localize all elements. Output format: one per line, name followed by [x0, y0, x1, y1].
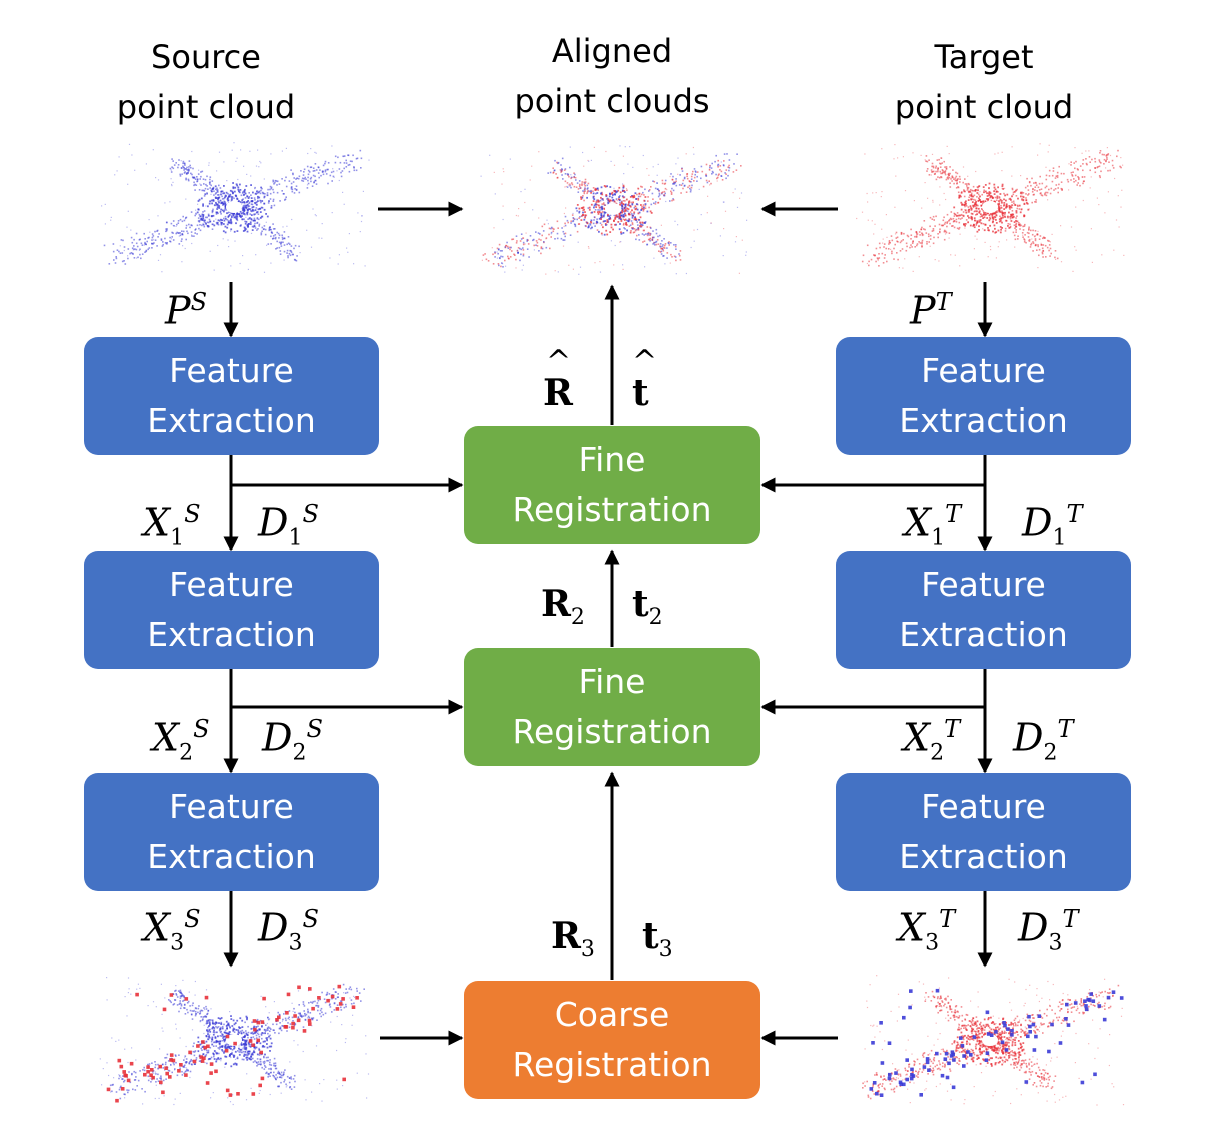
symbol-x3-target: X3T: [898, 905, 956, 956]
symbol-p-target: PT: [910, 288, 952, 333]
hat-accent-t: ^: [632, 344, 658, 379]
symbol-d3-target: D3T: [1018, 905, 1079, 956]
symbol-x1-source: X1S: [143, 500, 201, 551]
symbol-x1-target: X1T: [904, 500, 962, 551]
symbol-d1-target: D1T: [1022, 500, 1083, 551]
symbol-d2-target: D2T: [1013, 715, 1074, 766]
symbol-x2-source: X2S: [152, 715, 210, 766]
source-keypoints-image: [99, 977, 370, 1106]
source-point-cloud-image: [101, 142, 370, 273]
symbol-r-hat: ^ R: [543, 344, 573, 414]
symbol-t-hat: ^ t: [632, 344, 658, 414]
symbol-d3-source: D3S: [258, 905, 319, 956]
symbol-d1-source: D1S: [258, 500, 319, 551]
target-point-cloud-image: [856, 143, 1125, 272]
symbol-p-source: PS: [165, 288, 208, 333]
hat-accent-r: ^: [546, 344, 572, 379]
symbol-d2-source: D2S: [262, 715, 323, 766]
symbol-t2: t2: [632, 583, 663, 631]
symbol-x2-target: X2T: [903, 715, 961, 766]
symbol-r3: R3: [551, 915, 595, 963]
target-keypoints-image: [862, 975, 1125, 1106]
aligned-point-clouds-image: [480, 145, 748, 275]
symbol-t3: t3: [642, 915, 673, 963]
symbol-r2: R2: [541, 583, 585, 631]
symbol-x3-source: X3S: [143, 905, 201, 956]
